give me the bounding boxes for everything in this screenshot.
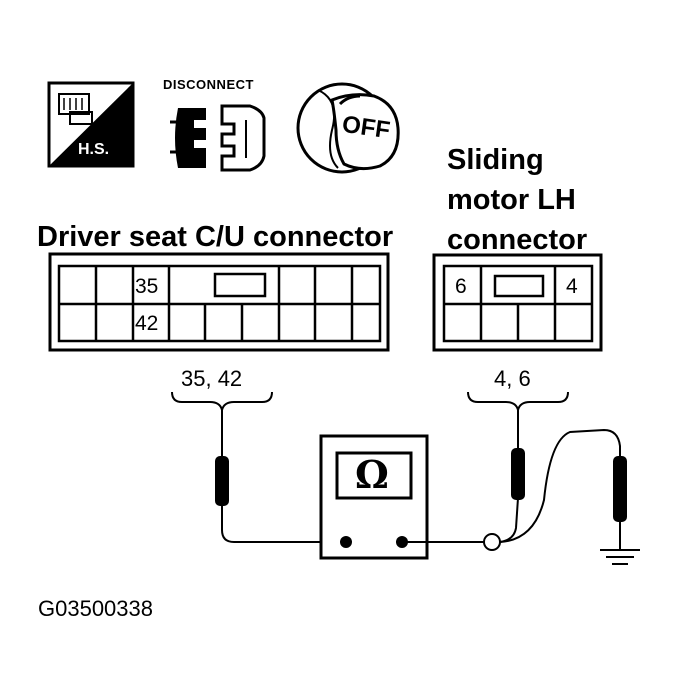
left-test-probe: [215, 410, 344, 543]
hs-label: H.S.: [78, 141, 110, 158]
driver-seat-cu-connector: [48, 252, 390, 352]
right-connector-title-line1: Sliding: [447, 144, 544, 176]
sliding-motor-lh-connector: [432, 253, 603, 352]
left-probe-pins-label: 35, 42: [181, 366, 243, 391]
right-pin-4: 4: [566, 275, 578, 298]
left-pin-35: 35: [135, 275, 159, 298]
right-pin-6: 6: [455, 275, 467, 298]
left-pin-42: 42: [135, 312, 159, 335]
disconnect-label: DISCONNECT: [163, 77, 254, 92]
left-connector-title: Driver seat C/U connector: [37, 221, 394, 253]
right-connector-title-line3: connector: [447, 224, 588, 256]
left-brace: [171, 391, 273, 411]
harness-switch-icon: [47, 81, 135, 168]
ohm-symbol: Ω: [355, 452, 389, 497]
off-label: OFF: [340, 110, 392, 145]
disconnect-icon: [170, 104, 266, 172]
right-probe-pins-label: 4, 6: [494, 366, 531, 391]
right-brace: [467, 391, 569, 411]
ignition-off-icon: [296, 82, 400, 174]
ground-probe: [499, 428, 627, 550]
ground-symbol: [600, 549, 640, 565]
ohmmeter: [319, 434, 429, 560]
junction-node: [483, 533, 501, 551]
right-connector-title-line2: motor LH: [447, 184, 576, 216]
meter-terminal-negative: [340, 536, 352, 548]
figure-id: G03500338: [38, 596, 153, 621]
